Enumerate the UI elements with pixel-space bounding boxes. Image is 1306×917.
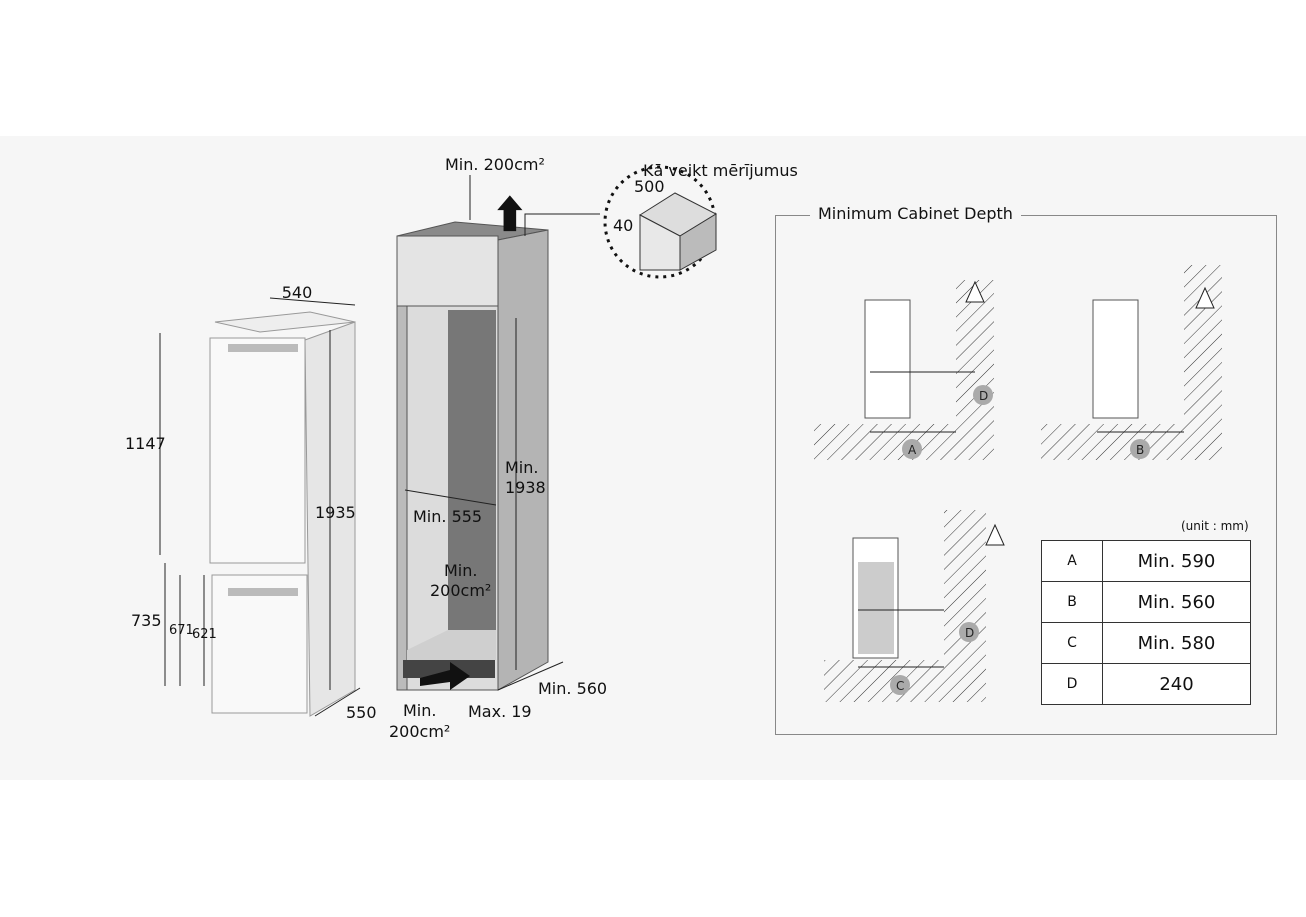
cabinet-drawing xyxy=(396,175,600,691)
scenario-a: A D xyxy=(814,280,994,460)
marker-d-2: D xyxy=(965,626,974,640)
row-value: 240 xyxy=(1102,663,1251,705)
min-cabinet-depth-box xyxy=(775,215,1277,735)
row-key: B xyxy=(1041,581,1103,623)
inner-vent-label-1: Min. xyxy=(444,561,477,580)
marker-d-1: D xyxy=(979,389,988,403)
row-value: Min. 590 xyxy=(1102,540,1251,582)
scenario-c: C D xyxy=(824,510,1005,702)
fridge-depth-label: 550 xyxy=(346,703,377,722)
bottom-vent-label-1: Min. xyxy=(403,701,436,720)
fridge-width-label: 540 xyxy=(282,283,313,302)
bottom-vent-label-2: 200cm² xyxy=(389,722,450,741)
scenario-b: B xyxy=(1041,265,1222,460)
detail-width-label: 500 xyxy=(634,177,665,196)
fridge-d2-label: 621 xyxy=(192,627,217,642)
min-cabinet-depth-title: Minimum Cabinet Depth xyxy=(810,204,1021,223)
unit-label: (unit : mm) xyxy=(1181,519,1249,533)
row-value: Min. 560 xyxy=(1102,581,1251,623)
cabinet-depth-label: Min. 560 xyxy=(538,679,607,698)
fridge-upper-label: 1147 xyxy=(125,434,166,453)
caption: Kā veikt mērījumus xyxy=(643,161,798,180)
fridge-lower-label: 735 xyxy=(131,611,162,630)
fridge-d1-label: 671 xyxy=(169,623,194,638)
row-key: D xyxy=(1041,663,1103,705)
row-value: Min. 580 xyxy=(1102,622,1251,664)
inner-vent-label-2: 200cm² xyxy=(430,581,491,600)
fridge-drawing xyxy=(159,297,361,717)
detail-height-label: 40 xyxy=(613,216,633,235)
row-key: A xyxy=(1041,540,1103,582)
cabinet-gap-label: Max. 19 xyxy=(468,702,532,721)
fridge-height-label: 1935 xyxy=(315,503,356,522)
cabinet-height-label-2: 1938 xyxy=(505,478,546,497)
marker-c: C xyxy=(896,679,904,693)
cabinet-height-label-1: Min. xyxy=(505,458,538,477)
top-vent-label: Min. 200cm² xyxy=(445,155,545,174)
marker-a: A xyxy=(908,443,917,457)
detail-magnifier xyxy=(603,165,718,279)
row-key: C xyxy=(1041,622,1103,664)
marker-b: B xyxy=(1136,443,1144,457)
cabinet-width-label: Min. 555 xyxy=(413,507,482,526)
